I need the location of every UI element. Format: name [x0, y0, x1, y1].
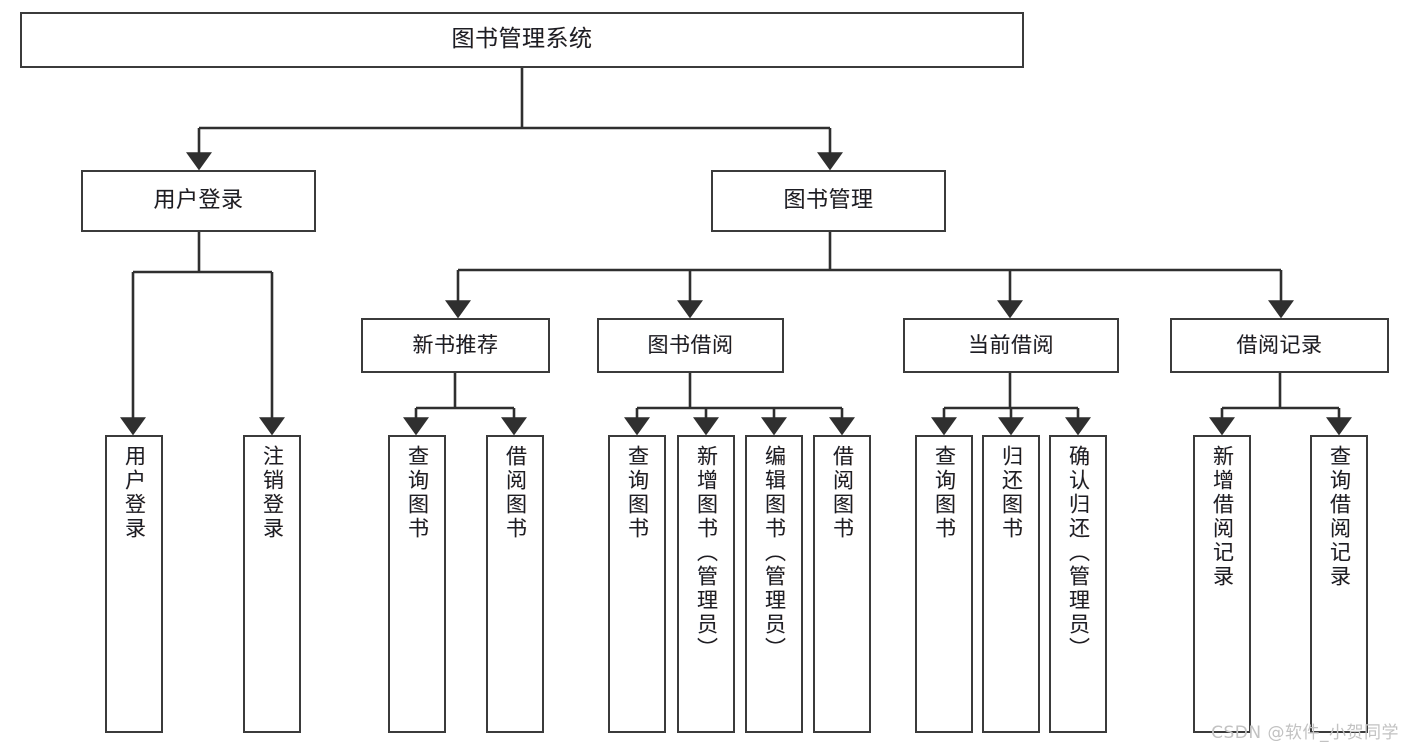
node-label: 新增图书（管理员）	[694, 445, 719, 661]
leaf-node[interactable]: 归还图书	[982, 435, 1040, 733]
node-new-book-recommendation[interactable]: 新书推荐	[361, 318, 550, 373]
node-current-borrowing[interactable]: 当前借阅	[903, 318, 1119, 373]
node-label: 图书借阅	[647, 333, 734, 358]
leaf-node[interactable]: 查询图书	[388, 435, 446, 733]
node-label: 编辑图书（管理员）	[762, 445, 787, 661]
node-label: 查询借阅记录	[1327, 445, 1352, 589]
leaf-node[interactable]: 确认归还（管理员）	[1049, 435, 1107, 733]
node-label: 注销登录	[260, 445, 285, 541]
leaf-node[interactable]: 新增图书（管理员）	[677, 435, 735, 733]
node-book-borrowing[interactable]: 图书借阅	[597, 318, 784, 373]
node-label: 查询图书	[625, 445, 650, 541]
leaf-node[interactable]: 借阅图书	[486, 435, 544, 733]
node-book-management[interactable]: 图书管理	[711, 170, 946, 232]
node-label: 新书推荐	[412, 333, 499, 358]
node-label: 图书管理	[783, 187, 874, 213]
node-label: 图书管理系统	[451, 26, 593, 53]
csdn-watermark: CSDN @软件_小贺同学	[1211, 723, 1399, 743]
node-label: 当前借阅	[968, 333, 1054, 358]
node-borrowing-records[interactable]: 借阅记录	[1170, 318, 1389, 373]
leaf-node[interactable]: 查询图书	[608, 435, 666, 733]
node-label: 借阅记录	[1236, 333, 1323, 358]
leaf-node[interactable]: 查询借阅记录	[1310, 435, 1368, 733]
leaf-node[interactable]: 用户登录	[105, 435, 163, 733]
leaf-node[interactable]: 借阅图书	[813, 435, 871, 733]
leaf-node[interactable]: 查询图书	[915, 435, 973, 733]
leaf-node[interactable]: 编辑图书（管理员）	[745, 435, 803, 733]
node-label: 用户登录	[122, 445, 147, 541]
node-user-login[interactable]: 用户登录	[81, 170, 316, 232]
node-label: 用户登录	[153, 187, 244, 213]
node-label: 查询图书	[405, 445, 430, 541]
node-root-book-management-system[interactable]: 图书管理系统	[20, 12, 1024, 68]
leaf-node[interactable]: 新增借阅记录	[1193, 435, 1251, 733]
node-label: 查询图书	[932, 445, 957, 541]
node-label: 归还图书	[999, 445, 1024, 541]
node-label: 借阅图书	[503, 445, 528, 541]
node-label: 确认归还（管理员）	[1066, 445, 1091, 661]
leaf-node[interactable]: 注销登录	[243, 435, 301, 733]
node-label: 新增借阅记录	[1210, 445, 1235, 589]
node-label: 借阅图书	[830, 445, 855, 541]
